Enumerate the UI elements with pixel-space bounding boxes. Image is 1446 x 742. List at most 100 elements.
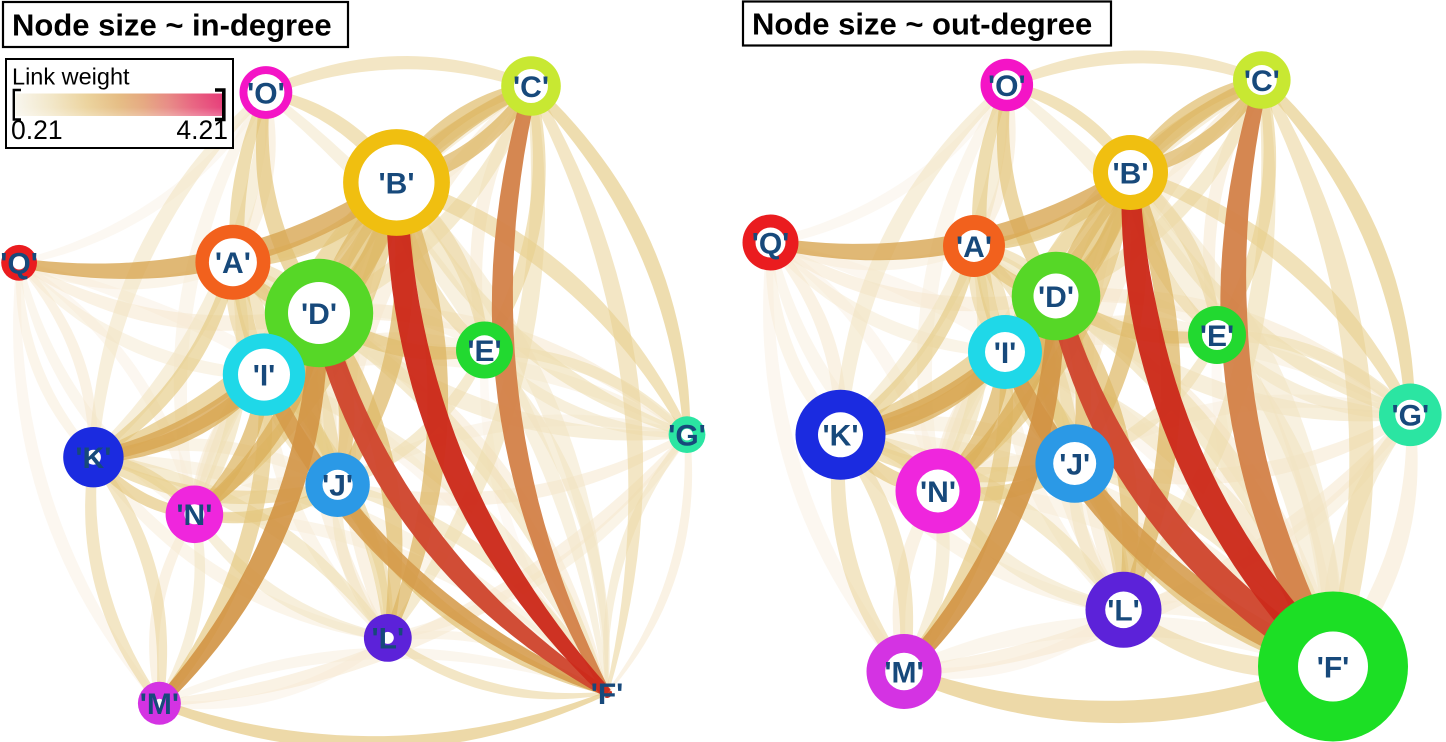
node-out-L-center [1105, 591, 1142, 629]
node-in-B-center [358, 144, 435, 221]
edge-in-G-C [526, 81, 691, 439]
edge-out-M-F [898, 657, 1343, 724]
node-label-out-A: 'A' [956, 231, 992, 264]
edge-in-L-F [384, 634, 609, 700]
node-label-in-D: 'D' [301, 298, 337, 331]
panel-in-degree: 'A''B''C''D''E''F''G''I''J''K''L''M''N''… [0, 56, 706, 742]
title-in-degree-box: Node size ~ in-degree [1, 0, 350, 49]
node-label-in-L: 'L' [372, 623, 405, 656]
node-in-K-center [85, 449, 101, 465]
node-label-in-K: 'K' [75, 442, 111, 475]
node-out-D-center [1033, 273, 1079, 319]
node-label-in-G: 'G' [668, 419, 706, 452]
node-out-C-center [1246, 65, 1277, 95]
node-in-J-center [322, 469, 353, 500]
node-label-out-O: 'O' [988, 70, 1026, 103]
title-out-degree-box: Node size ~ out-degree [741, 0, 1113, 47]
edge-in-F-G [605, 431, 693, 695]
legend-min-label: 0.21 [11, 115, 63, 145]
node-in-M-center [154, 698, 164, 708]
edge-in-L-I [258, 369, 392, 642]
node-in-O-center [247, 74, 285, 111]
node-in-I-center [238, 348, 290, 401]
legend-bracket-left [12, 88, 21, 121]
edge-in-N-J [189, 479, 343, 524]
node-label-out-M: 'M' [884, 656, 923, 689]
node-out-Q-center [755, 227, 786, 258]
node-label-out-N: 'N' [920, 476, 956, 509]
title-out-degree-frame [741, 0, 1113, 47]
node-label-in-C: 'C' [513, 71, 549, 104]
node-label-in-E: 'E' [467, 335, 501, 368]
node-label-out-E: 'E' [1200, 320, 1234, 353]
legend-max-label: 4.21 [176, 115, 228, 145]
node-label-out-L: 'L' [1107, 595, 1140, 628]
edge-in-Q-M [13, 260, 163, 707]
edge-in-C-O [261, 56, 536, 97]
node-out-G-center [1395, 399, 1426, 430]
node-label-out-Q: 'Q' [752, 227, 790, 260]
edge-out-F-C [1257, 75, 1374, 676]
edge-in-E-G [480, 346, 691, 438]
node-out-O-center [992, 70, 1022, 100]
node-out-K-center [818, 412, 863, 458]
node-out-I-center [985, 332, 1025, 372]
link-weight-legend: Link weight 0.21 4.21 [5, 58, 234, 149]
node-layer-in [1, 56, 706, 725]
node-out-N-center [916, 469, 960, 513]
node-label-in-O: 'O' [247, 77, 285, 110]
edge-in-F-M [156, 647, 609, 707]
node-label-out-B: 'B' [1113, 157, 1149, 190]
node-out-B-center [1108, 150, 1153, 195]
edge-out-C-O [1002, 50, 1267, 90]
edge-out-B-F [1121, 163, 1346, 679]
node-label-in-A: 'A' [215, 247, 251, 280]
edge-in-O-I [229, 88, 271, 381]
node-out-M-center [885, 652, 923, 691]
node-label-out-J: 'J' [1059, 448, 1090, 481]
node-out-E-center [1202, 320, 1232, 350]
edge-out-G-C [1257, 75, 1416, 420]
edge-in-Q-A [16, 257, 238, 290]
node-label-in-F: 'F' [591, 678, 624, 711]
panel-out-degree: 'A''B''C''D''E''F''G''I''J''K''L''M''N''… [742, 50, 1442, 742]
node-label-out-C: 'C' [1244, 65, 1280, 98]
title-in-degree-frame [1, 0, 350, 49]
edge-out-F-B [1125, 167, 1342, 676]
edge-out-C-F [1220, 73, 1345, 678]
edge-in-F-E [480, 345, 610, 695]
legend-colorbar-shade [15, 93, 222, 116]
node-label-out-G: 'G' [1391, 400, 1429, 433]
label-layer-out: 'A''B''C''D''E''F''G''I''J''K''L''M''N''… [752, 65, 1429, 689]
legend-title: Link weight [12, 63, 130, 89]
title-in-degree-label: Node size ~ in-degree [12, 8, 332, 43]
node-in-A-center [208, 238, 257, 287]
node-in-E-center [469, 335, 500, 365]
node-label-in-B: 'B' [379, 167, 415, 200]
node-out-J-center [1053, 442, 1097, 485]
node-in-G-center [681, 428, 693, 441]
node-in-Q-center [12, 256, 26, 270]
edge-out-Q-M [763, 238, 909, 677]
node-label-out-K: 'K' [823, 420, 859, 453]
node-layer-out [742, 51, 1442, 742]
node-label-out-F: 'F' [1317, 651, 1350, 684]
node-label-in-Q: 'Q' [0, 248, 38, 281]
node-label-in-J: 'J' [322, 470, 353, 503]
edge-in-G-F [603, 431, 690, 695]
edge-in-M-K [88, 452, 168, 707]
edge-in-Q-K [15, 260, 98, 462]
node-in-L-center [381, 631, 394, 644]
node-label-in-N: 'N' [176, 499, 212, 532]
edge-out-Q-A [766, 238, 979, 271]
node-in-C-center [514, 69, 548, 103]
node-in-N-center [184, 504, 205, 525]
node-label-out-I: 'I' [994, 337, 1017, 370]
edge-out-J-D [1049, 289, 1091, 470]
title-out-degree-label: Node size ~ out-degree [752, 7, 1092, 42]
edge-in-F-C [526, 81, 644, 695]
legend-bracket-right [215, 88, 226, 122]
label-layer-in: 'A''B''C''D''E''F''G''I''J''K''L''M''N''… [0, 71, 706, 721]
edge-in-C-F [491, 79, 611, 697]
